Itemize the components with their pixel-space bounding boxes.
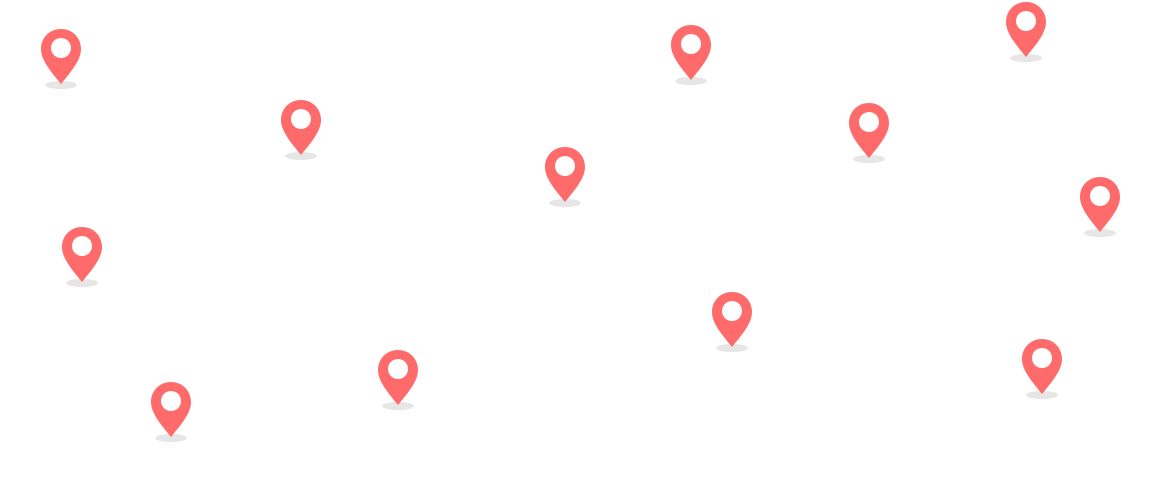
map-marker-pin[interactable] (61, 226, 103, 288)
map-marker-icon (849, 103, 889, 163)
map-marker-icon (62, 227, 102, 287)
map-marker-pin[interactable] (711, 291, 753, 353)
map-marker-icon (41, 29, 81, 89)
map-marker-pin[interactable] (1079, 176, 1121, 238)
map-marker-icon (712, 292, 752, 352)
map-marker-icon (1022, 339, 1062, 399)
map-marker-pin[interactable] (280, 99, 322, 161)
map-marker-pin[interactable] (150, 381, 192, 443)
map-marker-pin[interactable] (1021, 338, 1063, 400)
map-marker-icon (545, 147, 585, 207)
map-marker-icon (151, 382, 191, 442)
map-marker-pin[interactable] (848, 102, 890, 164)
map-marker-pin[interactable] (544, 146, 586, 208)
map-marker-icon (1080, 177, 1120, 237)
map-marker-icon (378, 350, 418, 410)
map-marker-icon (671, 25, 711, 85)
map-marker-icon (281, 100, 321, 160)
map-marker-icon (1006, 2, 1046, 62)
map-marker-pin[interactable] (1005, 1, 1047, 63)
map-marker-pin[interactable] (40, 28, 82, 90)
map-marker-pin[interactable] (377, 349, 419, 411)
map-marker-pin[interactable] (670, 24, 712, 86)
